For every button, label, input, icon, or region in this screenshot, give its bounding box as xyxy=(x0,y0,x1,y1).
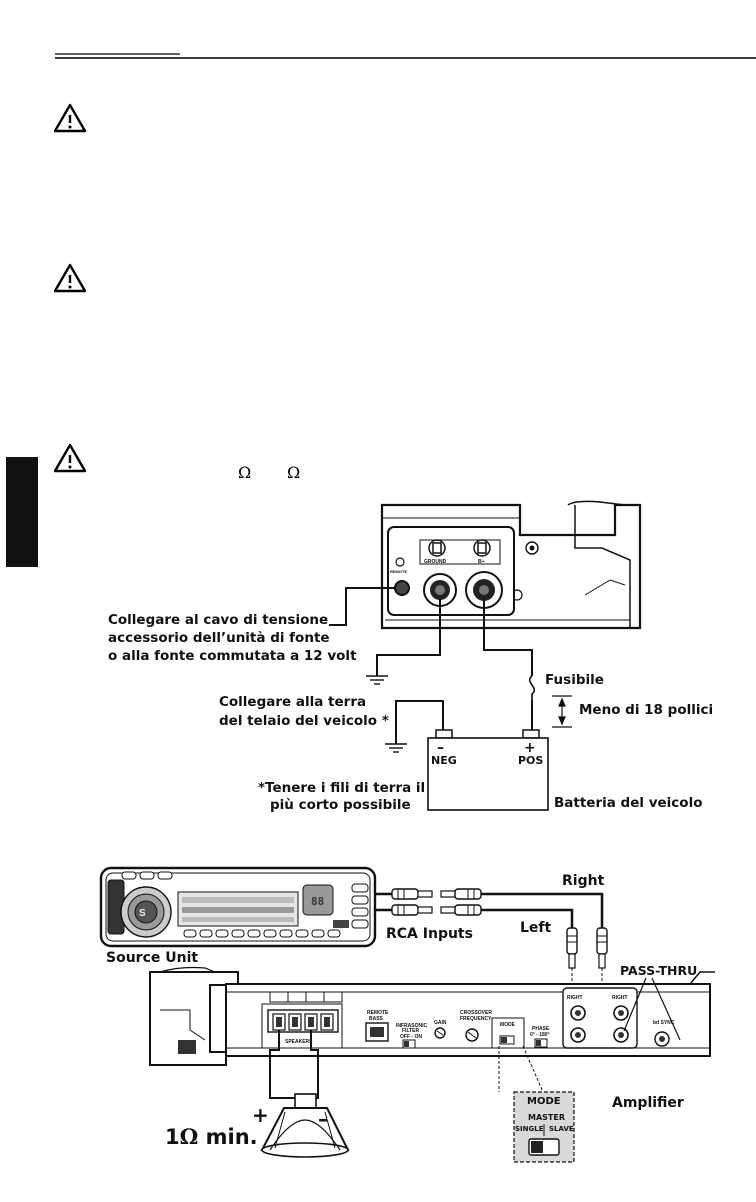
subwoofer-speaker xyxy=(260,1093,350,1158)
battery-pos-sign: + xyxy=(524,740,536,756)
svg-text:INFRASONIC: INFRASONIC xyxy=(396,1023,428,1029)
speaker-minus-sign: – xyxy=(318,1107,328,1131)
svg-text:più corto possibile: più corto possibile xyxy=(270,797,411,813)
battery-ground-wire xyxy=(395,700,444,744)
ground-symbol xyxy=(385,743,407,753)
svg-text:GAIN: GAIN xyxy=(434,1020,447,1026)
battery-label: Batteria del veicolo xyxy=(554,795,702,811)
svg-text:Collegare al cavo di tensione: Collegare al cavo di tensione xyxy=(108,612,328,628)
svg-text:OFF - ON: OFF - ON xyxy=(400,1034,422,1040)
svg-text:0° - 180°: 0° - 180° xyxy=(530,1032,550,1038)
svg-text:REMOTE: REMOTE xyxy=(367,1010,389,1016)
fuse-symbol xyxy=(528,675,536,700)
svg-text:Collegare alla terra: Collegare alla terra xyxy=(219,694,366,710)
ground-length-note: *Tenere i fili di terra il più corto pos… xyxy=(258,780,425,813)
minimum-load-label: 1Ω min. xyxy=(165,1124,258,1149)
svg-text:o alla fonte commutata a 12 vo: o alla fonte commutata a 12 volt xyxy=(108,648,357,664)
battery-pos-label: POS xyxy=(518,754,543,767)
amplifier-label: Amplifier xyxy=(612,1095,684,1111)
vehicle-battery: – NEG + POS xyxy=(427,729,549,811)
chassis-ground-callout: Collegare alla terra del telaio del veic… xyxy=(219,694,389,729)
svg-text:MODE: MODE xyxy=(527,1096,561,1107)
svg-text:BASS: BASS xyxy=(369,1016,384,1022)
ground-symbol xyxy=(366,675,388,685)
svg-text:SINGLE: SINGLE xyxy=(515,1125,544,1133)
svg-text:PHASE: PHASE xyxy=(532,1026,550,1032)
battery-neg-sign: – xyxy=(437,740,444,756)
pass-thru-arrows xyxy=(623,977,681,1041)
svg-text:MASTER: MASTER xyxy=(528,1113,565,1122)
svg-text:SLAVE: SLAVE xyxy=(549,1125,574,1133)
svg-text:FILTER: FILTER xyxy=(402,1028,420,1034)
svg-text:del telaio del veicolo *: del telaio del veicolo * xyxy=(219,713,389,729)
right-channel-label: Right xyxy=(562,873,605,889)
page-header-rule xyxy=(55,53,756,59)
rca-cables xyxy=(375,888,608,1000)
battery-neg-label: NEG xyxy=(431,754,457,767)
svg-text:*Tenere i fili di terra il: *Tenere i fili di terra il xyxy=(258,780,425,796)
svg-text:REMOTE: REMOTE xyxy=(390,569,407,574)
svg-text:RIGHT: RIGHT xyxy=(612,995,628,1001)
svg-text:B+: B+ xyxy=(478,559,485,565)
language-side-tab xyxy=(6,457,38,567)
rca-inputs-label: RCA Inputs xyxy=(386,926,473,942)
svg-text:bd SYNC: bd SYNC xyxy=(653,1020,675,1026)
source-unit-label: Source Unit xyxy=(106,950,198,966)
mode-switch-detail: MODE MASTER SINGLE SLAVE xyxy=(498,1045,575,1163)
svg-text:SPEAKERS: SPEAKERS xyxy=(285,1039,313,1045)
left-channel-label: Left xyxy=(520,920,552,936)
source-unit: S 88 xyxy=(99,866,377,948)
svg-text:GROUND: GROUND xyxy=(424,559,447,565)
distance-marker xyxy=(552,695,572,728)
warning-icon xyxy=(53,103,87,133)
power-wiring xyxy=(329,587,533,730)
warning-icon xyxy=(53,443,87,473)
amplifier-body: SPEAKERS REMOTE BASS INFRASONIC FILTER O… xyxy=(149,966,715,1066)
power-terminal-block: GROUND B+ REMOTE xyxy=(387,526,515,616)
pass-thru-label: PASS-THRU xyxy=(620,963,697,978)
speaker-plus-sign: + xyxy=(252,1103,269,1127)
svg-text:88: 88 xyxy=(311,895,324,908)
svg-text:FREQUENCY: FREQUENCY xyxy=(460,1016,492,1022)
ohm-symbol-1: Ω xyxy=(238,463,251,482)
ohm-symbol-2: Ω xyxy=(287,463,300,482)
svg-text:S: S xyxy=(139,908,146,919)
svg-text:accessorio dell’unità di fonte: accessorio dell’unità di fonte xyxy=(108,630,330,646)
distance-label: Meno di 18 pollici xyxy=(579,702,713,718)
remote-callout: Collegare al cavo di tensione accessorio… xyxy=(108,612,357,664)
warning-icon xyxy=(53,263,87,293)
svg-text:RIGHT: RIGHT xyxy=(567,995,583,1001)
fuse-label: Fusibile xyxy=(545,672,604,688)
svg-text:MODE: MODE xyxy=(500,1022,516,1028)
svg-text:CROSSOVER: CROSSOVER xyxy=(460,1010,492,1016)
